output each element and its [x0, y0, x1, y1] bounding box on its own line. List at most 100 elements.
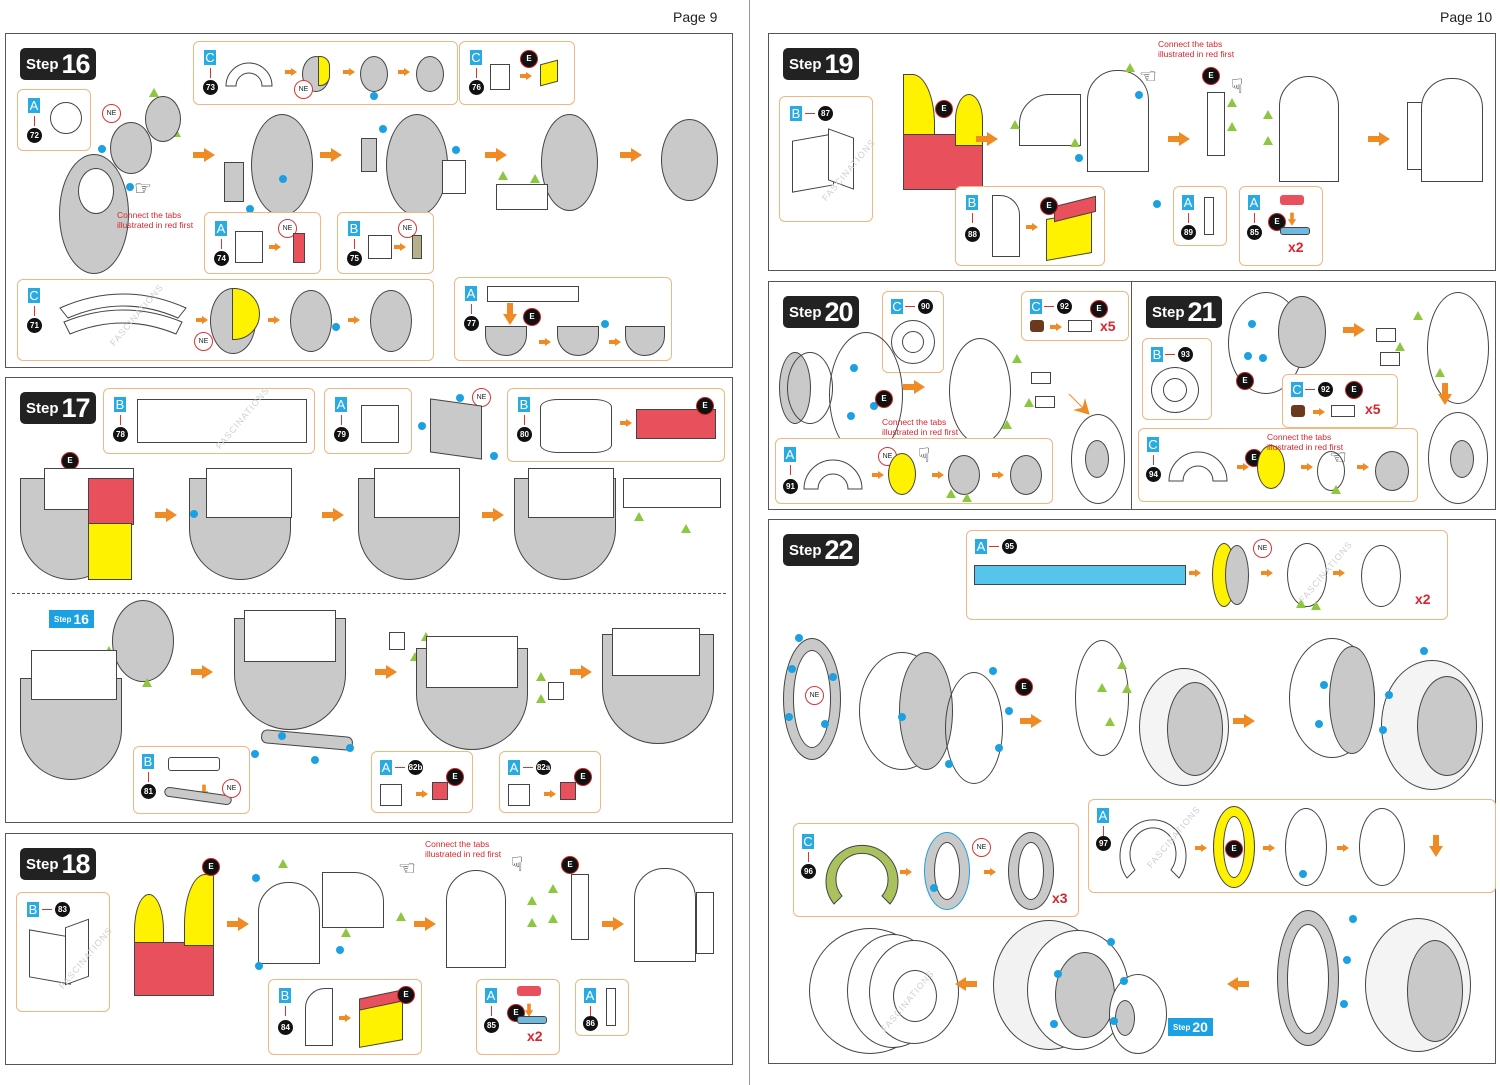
part-number: 84 — [278, 1020, 293, 1035]
e-marker: E — [696, 397, 714, 415]
green-triangle — [527, 918, 537, 927]
blue-dot — [1120, 977, 1128, 985]
sheet-label: A — [1097, 808, 1109, 823]
blue-dot — [452, 146, 460, 154]
arrow-icon — [1168, 132, 1190, 146]
note-line-1: Connect the tabs — [1158, 39, 1223, 49]
step-22-badge: Step 22 — [783, 534, 859, 566]
note-line-1: Connect the tabs — [425, 839, 490, 849]
connect-tabs-note: Connect the tabs illustrated in red firs… — [1158, 39, 1234, 59]
quantity-multiplier: x2 — [527, 1028, 543, 1044]
e-marker: E — [202, 858, 220, 876]
arrow-icon — [903, 380, 925, 394]
pointing-hand-icon: ☜ — [1329, 447, 1347, 469]
step-16-assembly — [112, 600, 174, 682]
blue-dot — [490, 452, 498, 460]
blue-dot — [785, 713, 793, 721]
part-73-assembly-2 — [360, 56, 388, 92]
part-92-piece — [1031, 372, 1051, 384]
callout-part-83: B 83 FASCINATIONS — [16, 892, 114, 1012]
part-number: 97 — [1096, 836, 1111, 851]
arrow-icon — [976, 132, 998, 146]
blue-dot — [995, 744, 1003, 752]
step-number: 18 — [61, 848, 91, 879]
sheet-label: B — [114, 397, 126, 412]
part-number: 94 — [1146, 467, 1161, 482]
step-20-result-core — [1085, 440, 1109, 478]
step-word: Step — [1152, 303, 1185, 321]
step-21-result-ring — [1428, 412, 1488, 504]
part-84-flat — [305, 988, 333, 1046]
part-number: 72 — [27, 128, 42, 143]
step-21-stage-2-ring — [1427, 292, 1489, 404]
blue-dot — [989, 667, 997, 675]
green-triangle — [527, 896, 537, 905]
arrow-left-icon — [955, 977, 977, 991]
arrow-icon — [1337, 844, 1349, 852]
sheet-label: A — [380, 760, 392, 775]
green-triangle — [1010, 120, 1020, 129]
part-number: 91 — [783, 479, 798, 494]
page-divider — [749, 0, 750, 1085]
green-triangle — [536, 694, 546, 703]
arrow-icon — [1313, 408, 1325, 416]
green-triangle — [1395, 342, 1405, 351]
blue-dot — [795, 634, 803, 642]
sheet-label: B — [27, 902, 39, 917]
note-line-2: illustrated in red first — [425, 849, 502, 859]
part-number: 77 — [464, 316, 479, 331]
part-77-assembly-1 — [485, 326, 527, 356]
green-triangle — [278, 859, 288, 868]
step-18-stage-3 — [446, 870, 506, 968]
e-marker: E — [561, 856, 579, 874]
step-18-panel: Step 18 B 83 FASCINATIONS E ☜ Connect th… — [5, 833, 733, 1065]
e-marker: E — [397, 986, 415, 1004]
green-triangle — [1024, 398, 1034, 407]
callout-part-85-s19: A 85 E x2 — [1239, 186, 1323, 266]
e-marker: E — [935, 100, 953, 118]
arrow-icon — [932, 471, 944, 479]
part-75-piece — [361, 138, 377, 172]
pointing-hand-icon: ☞ — [134, 178, 152, 200]
callout-part-71: C 71 FASCINATIONS NE — [17, 279, 434, 361]
step-19-result — [1421, 78, 1483, 182]
part-number: 87 — [818, 106, 833, 121]
green-triangle — [1070, 138, 1080, 147]
arrow-icon — [609, 338, 621, 346]
part-86-plate — [571, 874, 589, 940]
part-91-cone — [787, 352, 833, 424]
part-number: 86 — [583, 1016, 598, 1031]
sheet-label: B — [790, 106, 802, 121]
blue-dot — [898, 713, 906, 721]
part-number: 90 — [918, 299, 933, 314]
arrow-icon — [620, 419, 632, 427]
sheet-label: C — [802, 834, 814, 849]
arrow-icon — [322, 508, 344, 522]
step-word: Step — [26, 399, 59, 417]
callout-part-74: A 74 NE — [204, 212, 321, 274]
part-number: 95 — [1002, 539, 1017, 554]
blue-dot — [945, 760, 953, 768]
callout-part-92-s20: C 92 E x5 — [1021, 291, 1129, 341]
green-triangle — [1227, 98, 1237, 107]
part-74-piece — [224, 162, 244, 202]
sheet-label: A — [975, 539, 987, 554]
connect-tabs-note: Connect the tabs illustrated in red firs… — [117, 210, 193, 230]
step-number: 20 — [1192, 1019, 1208, 1035]
arrow-icon — [1237, 463, 1249, 471]
part-80-piece — [623, 478, 721, 508]
callout-part-92-s21: C 92 E x5 — [1282, 374, 1398, 428]
part-95-drum-back — [899, 652, 953, 770]
box-top-8 — [612, 628, 700, 676]
part-80-flat — [540, 399, 612, 453]
callout-part-88: B 88 E — [955, 186, 1105, 266]
callout-part-81: B 81 NE — [133, 746, 250, 814]
e-marker: E — [1268, 213, 1286, 231]
part-96-ring-final-opening — [1018, 842, 1044, 900]
blue-dot — [1110, 1017, 1118, 1025]
part-94-assembly-2 — [1375, 451, 1409, 491]
part-71-arcs — [59, 293, 187, 335]
box-top-7 — [426, 636, 518, 688]
box-top-3 — [374, 468, 460, 518]
arrow-icon — [1357, 463, 1369, 471]
